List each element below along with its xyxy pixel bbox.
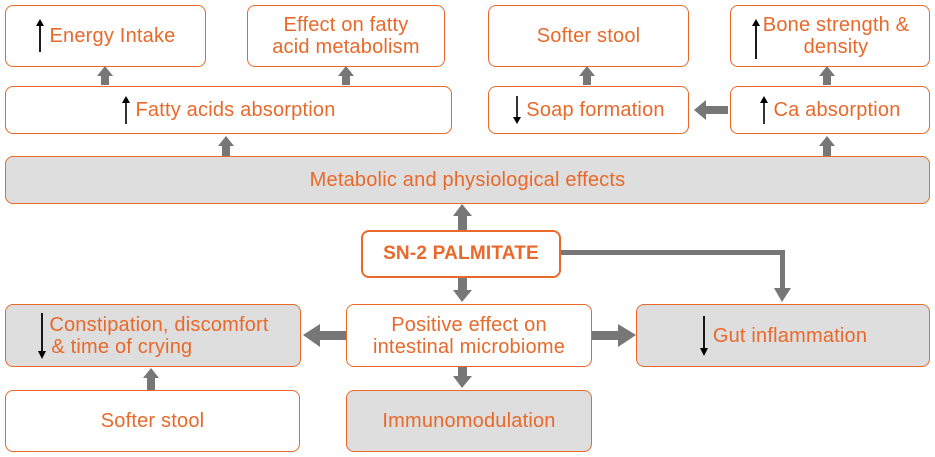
arrow-softer-to-constipation (143, 368, 159, 390)
constipation-box: Constipation, discomfort & time of cryin… (5, 304, 301, 367)
down-arrow-icon (37, 312, 47, 359)
sn2-palmitate-label: SN-2 PALMITATE (383, 243, 539, 264)
arrow-microbiome-to-immuno (453, 367, 472, 388)
energy-intake-label: Energy Intake (49, 25, 176, 47)
fatty-absorption-box: Fatty acids absorption (5, 86, 452, 134)
arrow-fatty-to-energy (97, 66, 113, 85)
softer-stool-top-label: Softer stool (536, 25, 641, 47)
arrow-soap-to-softer (579, 66, 595, 85)
gut-inflammation-box: Gut inflammation (636, 304, 930, 367)
immunomodulation-label: Immunomodulation (382, 410, 556, 432)
softer-stool-bottom-box: Softer stool (5, 390, 300, 452)
gut-inflammation-label: Gut inflammation (712, 324, 868, 347)
up-arrow-icon (35, 19, 45, 53)
microbiome-label-2: intestinal microbiome (372, 335, 566, 358)
fatty-metabolism-label-2: acid metabolism (272, 36, 420, 58)
arrow-microbiome-to-constipation (303, 324, 346, 347)
bone-strength-box: Bone strength & density (730, 5, 930, 67)
microbiome-label-1: Positive effect on (391, 313, 547, 336)
energy-intake-box: Energy Intake (5, 5, 206, 67)
constipation-label-1: Constipation, discomfort (49, 313, 269, 336)
down-arrow-icon (512, 96, 522, 124)
fatty-metabolism-label-1: Effect on fatty (283, 14, 409, 36)
metabolic-effects-label: Metabolic and physiological effects (309, 169, 626, 191)
arrow-sn2-to-gut (561, 250, 791, 302)
fatty-metabolism-box: Effect on fatty acid metabolism (247, 5, 445, 67)
microbiome-box: Positive effect on intestinal microbiome (346, 304, 592, 367)
arrow-metabolic-to-ca (819, 136, 835, 156)
down-arrow-icon (699, 315, 709, 356)
arrow-sn2-to-metabolic (453, 204, 472, 230)
immunomodulation-box: Immunomodulation (346, 390, 592, 452)
softer-stool-top-box: Softer stool (488, 5, 689, 67)
arrow-microbiome-to-gut (592, 324, 636, 347)
ca-absorption-box: Ca absorption (730, 86, 930, 134)
ca-absorption-label: Ca absorption (773, 99, 901, 121)
softer-stool-bottom-label: Softer stool (100, 410, 205, 432)
up-arrow-icon (759, 96, 769, 124)
soap-formation-box: Soap formation (488, 86, 689, 134)
arrow-ca-to-soap (694, 100, 728, 120)
constipation-label-2: & time of crying (51, 335, 193, 358)
up-arrow-icon (751, 19, 761, 59)
arrow-metabolic-to-fatty (218, 136, 234, 156)
sn2-palmitate-box: SN-2 PALMITATE (361, 230, 561, 278)
up-arrow-icon (121, 96, 131, 124)
arrow-sn2-to-microbiome (453, 278, 472, 302)
metabolic-effects-box: Metabolic and physiological effects (5, 156, 930, 204)
arrow-fatty-to-metabolism (338, 66, 354, 85)
bone-strength-label-2: density (803, 36, 869, 58)
arrow-ca-to-bone (819, 66, 835, 85)
fatty-absorption-label: Fatty acids absorption (135, 99, 336, 121)
soap-formation-label: Soap formation (526, 99, 665, 121)
bone-strength-label-1: Bone strength & (762, 14, 910, 36)
